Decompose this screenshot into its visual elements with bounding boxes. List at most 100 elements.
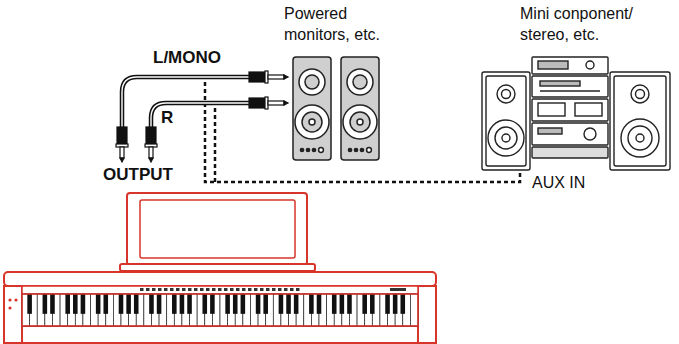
digital-piano-part [4, 272, 436, 286]
black-key [263, 294, 268, 314]
device-label: Mini conponent/ stereo, etc. [520, 3, 650, 45]
output-cable-part [151, 103, 250, 128]
powered-monitor-part [293, 57, 331, 160]
phone-plug-part [146, 127, 156, 145]
stereo-system-part [482, 72, 530, 170]
powered-monitor-part [348, 148, 351, 151]
powered-monitor-part [341, 57, 379, 160]
phone-plug-part [249, 72, 266, 82]
black-key [370, 294, 375, 314]
panel-button [230, 288, 234, 291]
phone-plug-part [120, 147, 124, 158]
powered-monitor-part [319, 148, 324, 153]
powered-monitor-part [353, 75, 367, 89]
black-key [241, 294, 246, 314]
black-key [119, 294, 124, 314]
phone-plug-part [268, 75, 284, 79]
stereo-system-part [636, 134, 644, 142]
stereo-system-part [488, 120, 524, 156]
black-key [256, 294, 261, 314]
stereo-system-part [502, 134, 510, 142]
panel-button [194, 288, 198, 291]
stereo-system [482, 57, 670, 170]
jack-label: R [161, 107, 173, 128]
powered-monitor-part [343, 105, 377, 139]
panel-button [200, 288, 204, 291]
black-key [96, 294, 101, 314]
stereo-system-part [614, 76, 666, 166]
black-key [233, 294, 238, 314]
panel-button [296, 288, 300, 291]
phone-plug-part [149, 147, 153, 158]
panel-button [176, 288, 180, 291]
stereo-system-part [486, 76, 526, 166]
panel-button [290, 288, 294, 291]
black-key [157, 294, 162, 314]
black-key [294, 294, 299, 314]
panel-button [284, 288, 288, 291]
panel-button [272, 288, 276, 291]
black-key [279, 294, 284, 314]
panel-button [266, 288, 270, 291]
stereo-system-part [532, 123, 608, 145]
black-key [225, 294, 230, 314]
phone-plug-part [268, 101, 284, 105]
black-key [340, 294, 345, 314]
black-key [309, 294, 314, 314]
stereo-system-part [610, 72, 670, 170]
black-key [286, 294, 291, 314]
black-key [43, 294, 48, 314]
digital-piano-part [22, 286, 418, 294]
phone-plug-part [284, 101, 288, 105]
jack-label: L/MONO [153, 47, 221, 68]
panel-button [164, 288, 168, 291]
panel-button [254, 288, 258, 291]
digital-piano [4, 193, 436, 343]
phone-plug-part [149, 158, 153, 162]
white-key [410, 294, 418, 326]
powered-monitor-part [305, 75, 319, 89]
powered-monitor-part [367, 148, 372, 153]
digital-piano-part [140, 200, 295, 258]
stereo-system-part [575, 103, 602, 116]
panel-button [236, 288, 240, 291]
digital-piano-part [120, 264, 315, 271]
black-key [149, 294, 154, 314]
panel-button [206, 288, 210, 291]
powered-monitor-part [295, 105, 329, 139]
panel-button [242, 288, 246, 291]
stereo-system-part [495, 127, 517, 149]
black-key [73, 294, 78, 314]
brand-mark [390, 288, 406, 291]
phone-plug [249, 71, 288, 109]
stereo-system-part [532, 57, 608, 74]
panel-button [260, 288, 264, 291]
panel-button [248, 288, 252, 291]
digital-piano-part [127, 193, 307, 265]
stereo-system-part [497, 85, 515, 103]
panel-button [152, 288, 156, 291]
panel-button [224, 288, 228, 291]
panel-button [182, 288, 186, 291]
black-key [103, 294, 108, 314]
phone-plug-part [249, 98, 266, 108]
powered-monitor-part [299, 69, 325, 95]
output-cable [122, 77, 250, 128]
stereo-system-part [628, 126, 652, 150]
digital-piano-part [14, 298, 17, 301]
powered-monitor-part [357, 119, 363, 125]
black-key [180, 294, 185, 314]
digital-piano-part [8, 298, 11, 301]
device-label: Powered monitors, etc. [284, 3, 402, 45]
stereo-system-part [532, 147, 608, 158]
phone-plug-part [284, 75, 288, 79]
black-key [385, 294, 390, 314]
keyboard-frame [22, 294, 418, 326]
powered-monitor-part [360, 148, 363, 151]
panel-button [170, 288, 174, 291]
black-key [393, 294, 398, 314]
powered-monitor-part [347, 69, 373, 95]
black-key [210, 294, 215, 314]
black-key [27, 294, 32, 314]
